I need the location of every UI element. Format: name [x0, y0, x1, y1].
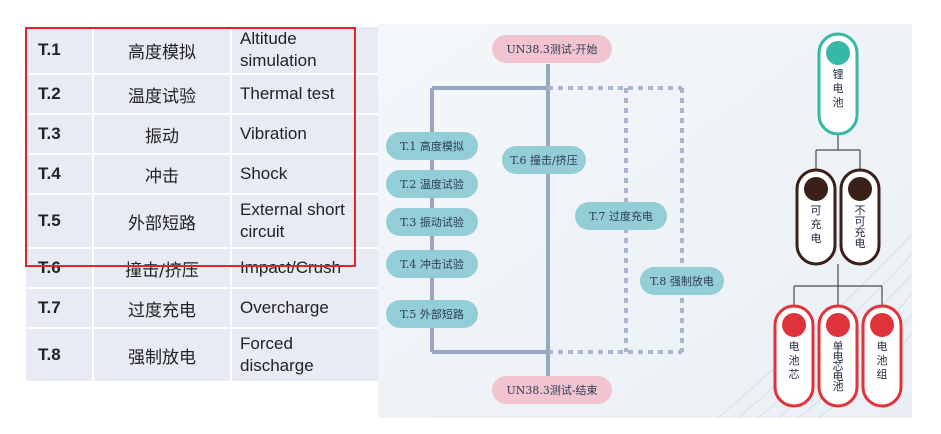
vertical-char: 池: [789, 354, 800, 367]
test-name-chinese: 冲击: [93, 154, 232, 195]
test-name-chinese: 过度充电: [93, 288, 232, 329]
t6-label: T.6 撞击/挤压: [510, 153, 577, 167]
vertical-char: 电: [833, 82, 844, 95]
test-name-chinese: 温度试验: [93, 74, 232, 115]
vertical-char: 电: [855, 237, 866, 250]
step-label: T.2 温度试验: [400, 177, 464, 191]
test-code: T.4: [26, 154, 94, 195]
step-label: T.4 冲击试验: [400, 257, 464, 271]
test-name-english: External short circuit: [231, 194, 380, 249]
vertical-char: 电: [833, 370, 844, 383]
test-code: T.2: [26, 74, 94, 115]
step-label: T.5 外部短路: [400, 307, 464, 321]
vertical-char: 芯: [833, 359, 844, 373]
t7-node: T.7 过度充电: [575, 202, 667, 230]
vertical-char: 锂: [833, 67, 844, 81]
battery-node: 电池芯: [773, 304, 815, 408]
english-line: Vibration: [240, 124, 307, 143]
t6-node: T.6 撞击/挤压: [502, 146, 586, 174]
end-node: UN38.3测试-结束: [492, 376, 612, 404]
english-line: Overcharge: [240, 298, 329, 317]
vertical-char: 充: [811, 217, 822, 231]
vertical-char: 芯: [789, 367, 800, 381]
vertical-char: 组: [877, 367, 888, 381]
t7-label: T.7 过度充电: [589, 209, 653, 223]
test-name-chinese: 外部短路: [93, 194, 232, 249]
vertical-char: 可: [811, 204, 822, 217]
vertical-char: 池: [833, 96, 844, 109]
vertical-char: 池: [833, 380, 844, 393]
step-node: T.2 温度试验: [386, 170, 478, 198]
start-node: UN38.3测试-开始: [492, 35, 612, 63]
t8-node: T.8 强制放电: [640, 267, 724, 295]
test-code: T.7: [26, 288, 94, 329]
step-node: T.4 冲击试验: [386, 250, 478, 278]
test-name-english: Thermal test: [231, 74, 380, 115]
english-line: Impact/Crush: [240, 258, 342, 277]
battery-node: 电池组: [861, 304, 903, 408]
step-node: T.5 外部短路: [386, 300, 478, 328]
step-node: T.3 振动试验: [386, 208, 478, 236]
battery-node: 可充电: [795, 168, 837, 266]
english-line: Forced: [240, 334, 293, 353]
test-name-chinese: 振动: [93, 114, 232, 155]
tree-lines: [793, 134, 883, 306]
english-line: discharge: [240, 356, 314, 375]
english-line: circuit: [240, 222, 285, 241]
vertical-char: 电: [789, 340, 800, 353]
test-name-english: Impact/Crush: [231, 248, 380, 289]
test-code: T.1: [26, 27, 94, 75]
english-line: Shock: [240, 164, 288, 183]
test-name-english: Shock: [231, 154, 380, 195]
start-label: UN38.3测试-开始: [506, 42, 597, 56]
english-line: Altitude: [240, 29, 297, 48]
battery-node: 锂电池: [817, 32, 859, 136]
english-line: Thermal test: [240, 84, 335, 103]
left-steps: T.1 高度模拟 T.2 温度试验 T.3 振动试验 T.4 冲击试验 T.5 外部短路: [386, 132, 478, 328]
english-line: External short: [240, 200, 345, 219]
test-code: T.3: [26, 114, 94, 155]
test-name-english: Forced discharge: [231, 328, 380, 383]
vertical-char: 电: [877, 340, 888, 353]
vertical-char: 充: [855, 225, 866, 239]
vertical-char: 不: [855, 204, 866, 217]
test-name-english: Overcharge: [231, 288, 380, 329]
vertical-char: 可: [855, 215, 866, 228]
vertical-char: 池: [877, 354, 888, 367]
test-name-english: Vibration: [231, 114, 380, 155]
test-code: T.5: [26, 194, 94, 249]
english-line: simulation: [240, 51, 317, 70]
vertical-char: 单: [833, 340, 844, 353]
t8-label: T.8 强制放电: [650, 274, 714, 288]
test-name-chinese: 强制放电: [93, 328, 232, 383]
end-label: UN38.3测试-结束: [506, 384, 597, 397]
step-node: T.1 高度模拟: [386, 132, 478, 160]
test-name-chinese: 撞击/挤压: [93, 248, 232, 289]
step-label: T.3 振动试验: [400, 215, 464, 229]
vertical-char: 电: [833, 350, 844, 363]
vertical-char: 电: [811, 232, 822, 245]
test-name-chinese: 高度模拟: [93, 27, 232, 75]
test-code: T.8: [26, 328, 94, 383]
ul38-3-diagram: UN38.3测试-开始 UN38.3测试-结束 T.1 高度模拟 T.2 温度试验…: [378, 24, 912, 418]
test-code: T.6: [26, 248, 94, 289]
step-label: T.1 高度模拟: [400, 139, 464, 153]
test-name-english: Altitude simulation: [231, 27, 380, 75]
